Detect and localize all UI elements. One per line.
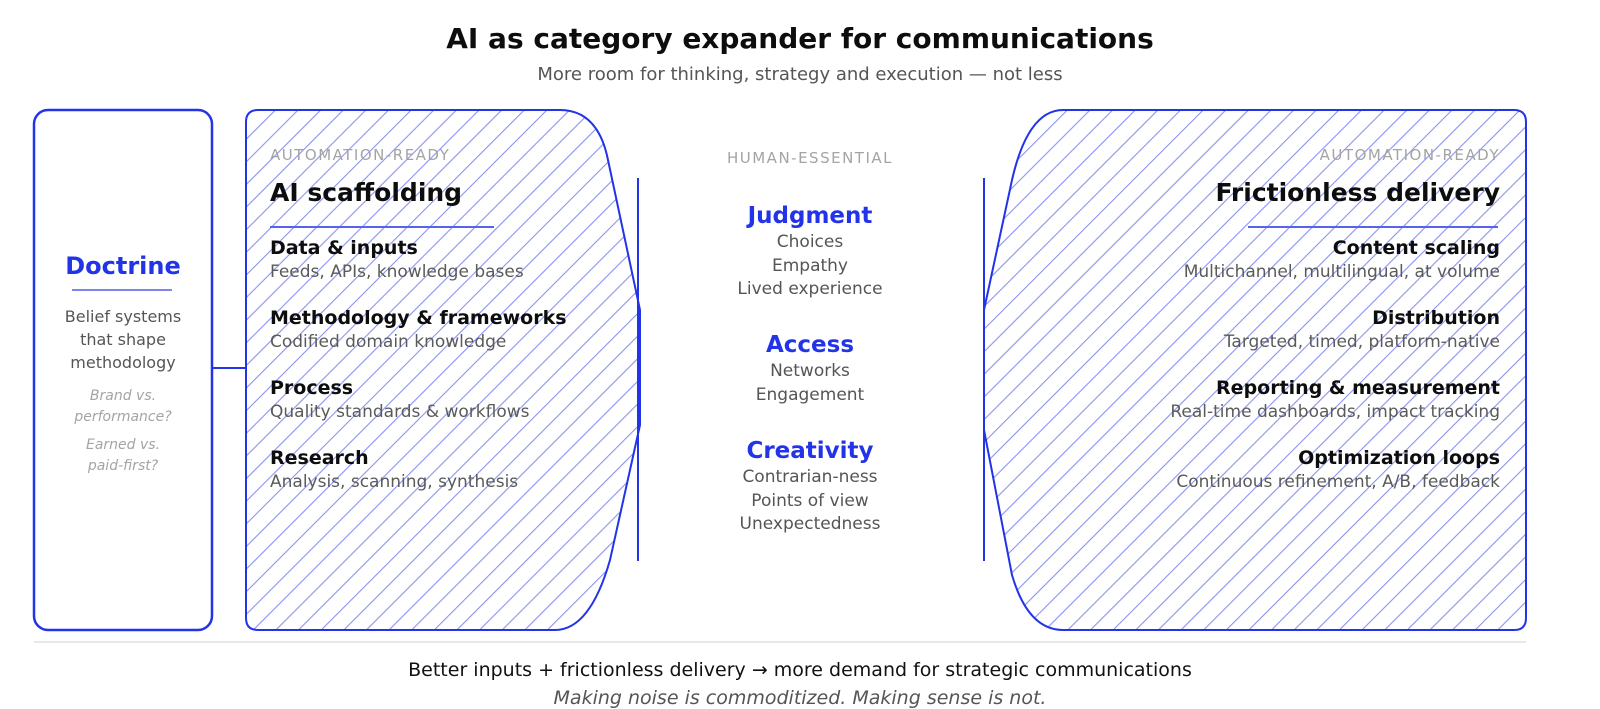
skill-line: Lived experience (737, 279, 883, 299)
question-line: Earned vs. (85, 437, 161, 453)
left-panel-eyebrow: AUTOMATION-READY (270, 146, 451, 164)
item-title: Distribution (1372, 307, 1500, 329)
skill-line: Engagement (755, 384, 865, 405)
item-title: Process (270, 377, 354, 399)
item-title: Research (270, 447, 369, 469)
list-item: Distribution Targeted, timed, platform-n… (1100, 306, 1500, 353)
question-line: paid-first? (87, 458, 159, 474)
doctrine-title: Doctrine (65, 252, 181, 280)
left-panel-items: Data & inputs Feeds, APIs, knowledge bas… (270, 236, 610, 493)
item-desc: Analysis, scanning, synthesis (270, 472, 519, 492)
item-desc: Multichannel, multilingual, at volume (1183, 262, 1500, 282)
page-title: AI as category expander for communicatio… (446, 22, 1154, 55)
skill-access: Access Networks Engagement (640, 330, 980, 407)
list-item: Reporting & measurement Real-time dashbo… (1100, 376, 1500, 423)
doctrine-description: Belief systems that shape methodology Br… (34, 305, 212, 477)
item-desc: Codified domain knowledge (270, 332, 507, 352)
item-title: Methodology & frameworks (270, 307, 567, 329)
doctrine-question: Brand vs. performance? (34, 386, 212, 428)
doctrine-box (32, 108, 214, 632)
footer-main-text: Better inputs + frictionless delivery → … (408, 659, 1192, 681)
item-title: Data & inputs (270, 237, 418, 259)
page-subtitle: More room for thinking, strategy and exe… (537, 64, 1063, 85)
doctrine-desc-line: Belief systems (64, 307, 182, 326)
skill-title: Access (765, 332, 855, 358)
center-panel-eyebrow: HUMAN-ESSENTIAL (726, 149, 894, 167)
list-item: Process Quality standards & workflows (270, 376, 610, 423)
skill-line: Points of view (751, 490, 869, 511)
skill-line: Empathy (771, 255, 848, 276)
right-panel: AUTOMATION-READY Frictionless delivery C… (1100, 146, 1500, 493)
list-item: Data & inputs Feeds, APIs, knowledge bas… (270, 236, 610, 283)
item-desc: Quality standards & workflows (270, 402, 530, 422)
doctrine-desc-line: methodology (70, 353, 176, 372)
doctrine-question: Earned vs. paid-first? (34, 435, 212, 477)
list-item: Content scaling Multichannel, multilingu… (1100, 236, 1500, 283)
skill-line: Unexpectedness (739, 514, 881, 534)
right-panel-shape (983, 109, 1527, 631)
left-panel: AUTOMATION-READY AI scaffolding Data & i… (270, 146, 610, 493)
skill-line: Networks (770, 361, 850, 381)
item-desc: Targeted, timed, platform-native (1223, 332, 1500, 352)
item-desc: Feeds, APIs, knowledge bases (270, 262, 524, 282)
skill-line: Contrarian-ness (742, 467, 878, 487)
list-item: Research Analysis, scanning, synthesis (270, 446, 610, 493)
list-item: Methodology & frameworks Codified domain… (270, 306, 610, 353)
item-title: Reporting & measurement (1216, 377, 1500, 399)
left-panel-shape (245, 109, 641, 631)
footer-tagline: Making noise is commoditized. Making sen… (553, 687, 1047, 709)
item-desc: Real-time dashboards, impact tracking (1170, 402, 1500, 422)
list-item: Optimization loops Continuous refinement… (1100, 446, 1500, 493)
left-panel-title: AI scaffolding (270, 178, 463, 207)
item-title: Optimization loops (1298, 447, 1500, 469)
item-desc: Continuous refinement, A/B, feedback (1176, 472, 1500, 492)
right-panel-items: Content scaling Multichannel, multilingu… (1100, 236, 1500, 493)
item-title: Content scaling (1332, 237, 1500, 259)
doctrine-desc-line: that shape (80, 330, 166, 349)
skill-creativity: Creativity Contrarian-ness Points of vie… (640, 436, 980, 537)
question-line: performance? (74, 409, 172, 425)
skill-title: Judgment (747, 203, 873, 229)
question-line: Brand vs. (89, 388, 157, 404)
right-panel-eyebrow: AUTOMATION-READY (1319, 146, 1500, 164)
skill-line: Choices (776, 232, 844, 252)
skill-judgment: Judgment Choices Empathy Lived experienc… (640, 201, 980, 302)
right-panel-title: Frictionless delivery (1215, 178, 1500, 207)
skill-title: Creativity (746, 438, 874, 464)
